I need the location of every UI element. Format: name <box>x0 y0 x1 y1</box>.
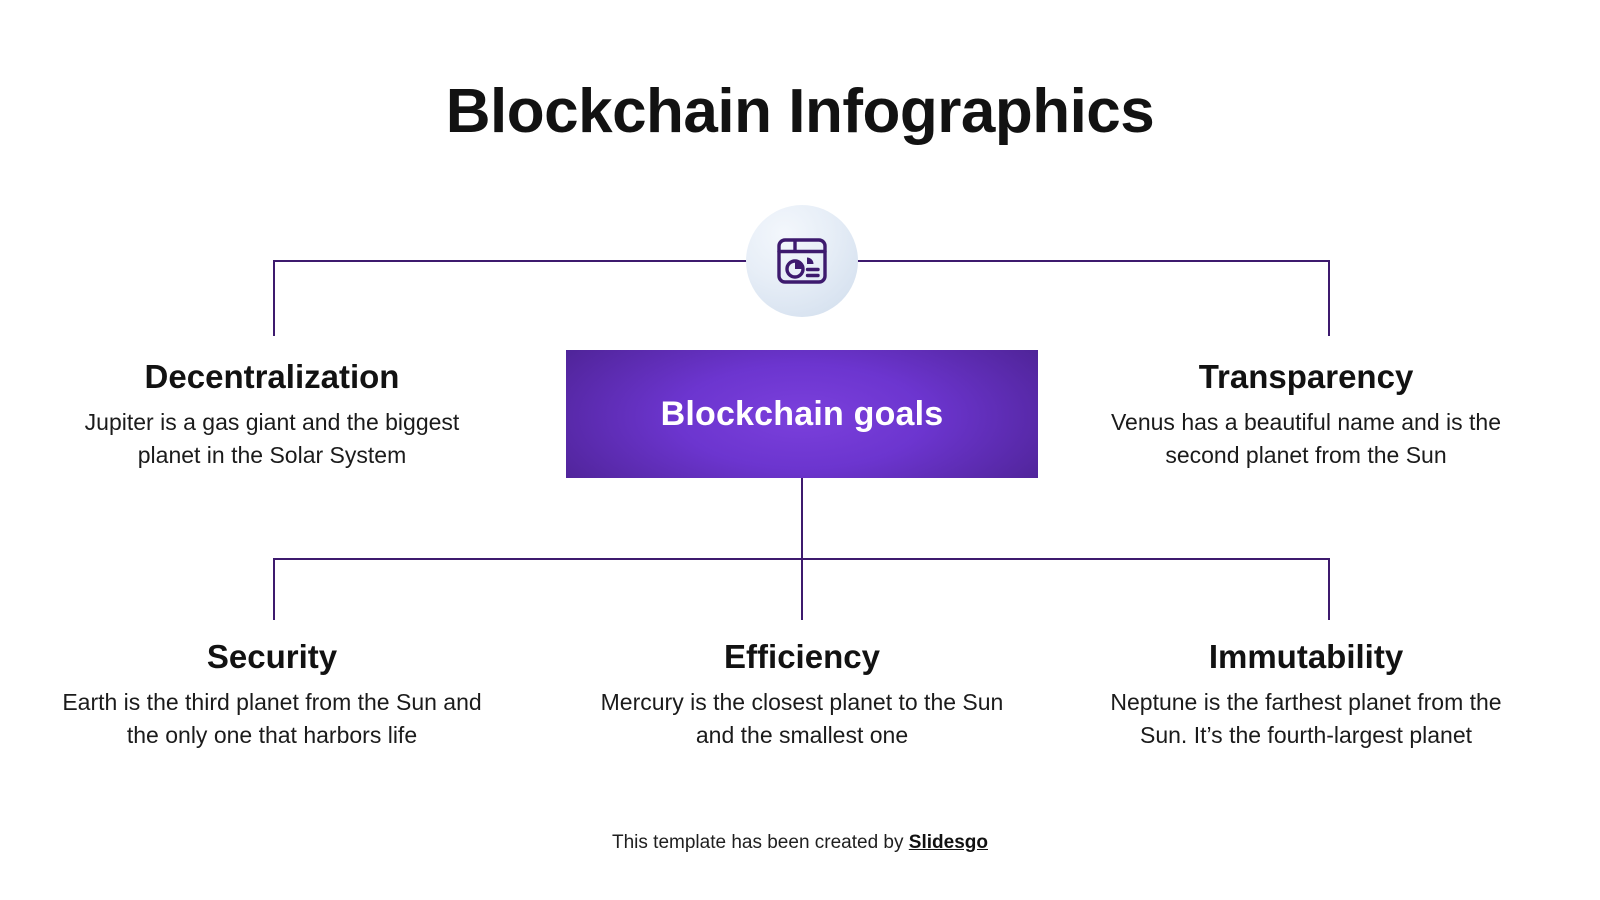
footer-credit-text: This template has been created by <box>612 832 909 853</box>
item-title: Efficiency <box>724 638 880 675</box>
item-title: Transparency <box>1198 358 1414 395</box>
connector-center-vertical <box>801 478 803 620</box>
infographic-item-immutability: Immutability Neptune is the farthest pla… <box>1096 638 1516 751</box>
infographic-item-security: Security Earth is the third planet from … <box>62 638 482 751</box>
page-title: Blockchain Infographics <box>445 77 1155 146</box>
center-goals-box[interactable]: Blockchain goals <box>566 350 1038 478</box>
dashboard-pie-chart-window-icon <box>774 233 830 289</box>
infographic-item-efficiency: Efficiency Mercury is the closest planet… <box>592 638 1012 751</box>
infographic-item-decentralization: Decentralization Jupiter is a gas giant … <box>62 358 482 471</box>
footer-credit: This template has been created by Slides… <box>0 832 1600 854</box>
item-title: Security <box>206 638 338 675</box>
item-description: Earth is the third planet from the Sun a… <box>62 688 482 748</box>
connector-top-left-vertical <box>273 260 275 336</box>
item-title: Decentralization <box>144 358 400 395</box>
infographic-item-transparency: Transparency Venus has a beautiful name … <box>1096 358 1516 471</box>
slidesgo-link[interactable]: Slidesgo <box>908 832 988 853</box>
connector-bottom-right-vertical <box>1328 558 1330 620</box>
item-title: Immutability <box>1208 638 1404 675</box>
connector-bottom-left-vertical <box>273 558 275 620</box>
item-description: Neptune is the farthest planet from the … <box>1110 688 1502 748</box>
center-goals-label: Blockchain goals <box>660 394 944 433</box>
item-description: Venus has a beautiful name and is the se… <box>1110 408 1501 468</box>
connector-top-right-vertical <box>1328 260 1330 336</box>
item-description: Mercury is the closest planet to the Sun… <box>600 688 1004 748</box>
center-icon-badge <box>746 205 858 317</box>
item-description: Jupiter is a gas giant and the biggest p… <box>84 408 460 468</box>
